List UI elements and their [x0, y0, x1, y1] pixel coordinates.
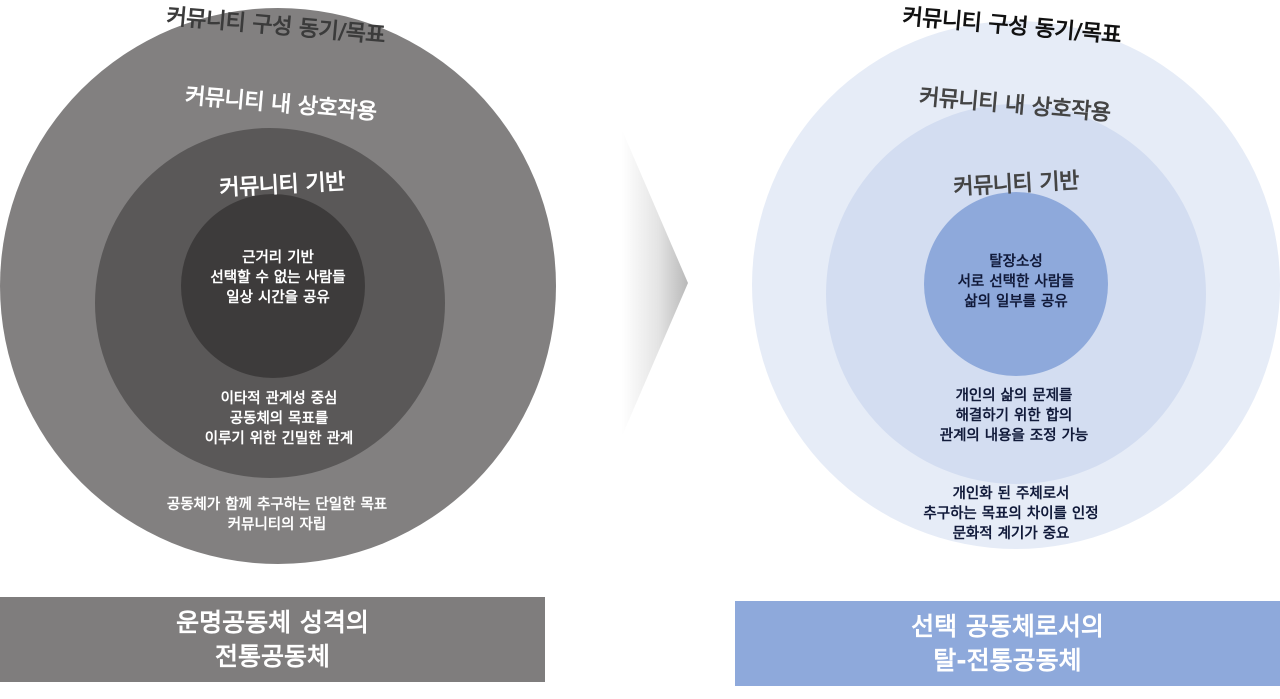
right-outer-text: 개인화 된 주체로서 추구하는 목표의 차이를 인정 문화적 계기가 중요	[923, 484, 1098, 544]
right-core-line-2: 서로 선택한 사람들	[957, 274, 1075, 290]
left-middle-line-1: 이타적 관계성 중심	[220, 391, 338, 407]
right-core-text: 탈장소성 서로 선택한 사람들 삶의 일부를 공유	[958, 252, 1075, 312]
right-outer-line-2: 추구하는 목표의 차이를 인정	[923, 506, 1099, 522]
left-banner-line-1: 운명공동체 성격의	[176, 607, 369, 637]
right-middle-line-3: 관계의 내용을 조정 가능	[939, 428, 1089, 444]
right-banner-line-2: 탈-전통공동체	[933, 645, 1082, 675]
left-middle-line-3: 이루기 위한 긴밀한 관계	[204, 431, 354, 447]
left-banner: 운명공동체 성격의 전통공동체	[0, 597, 545, 682]
right-outer-line-1: 개인화 된 주체로서	[952, 486, 1070, 502]
right-middle-line-2: 해결하기 위한 합의	[955, 408, 1073, 424]
right-core-line-3: 삶의 일부를 공유	[964, 294, 1068, 310]
right-banner-line-1: 선택 공동체로서의	[911, 611, 1104, 641]
right-inner-title: 커뮤니티 기반	[952, 168, 1080, 201]
right-middle-text: 개인의 삶의 문제를 해결하기 위한 합의 관계의 내용을 조정 가능	[940, 386, 1089, 446]
right-banner: 선택 공동체로서의 탈-전통공동체	[735, 601, 1280, 686]
left-core-line-2: 선택할 수 없는 사람들	[210, 270, 346, 286]
right-middle-line-1: 개인의 삶의 문제를	[955, 388, 1073, 404]
right-outer-line-3: 문화적 계기가 중요	[952, 526, 1070, 542]
left-core-line-1: 근거리 기반	[242, 250, 314, 266]
left-middle-line-2: 공동체의 목표를	[229, 411, 329, 427]
left-middle-text: 이타적 관계성 중심 공동체의 목표를 이루기 위한 긴밀한 관계	[205, 389, 354, 449]
left-banner-line-2: 전통공동체	[214, 641, 330, 671]
left-core-line-3: 일상 시간을 공유	[226, 290, 330, 306]
left-outer-text: 공동체가 함께 추구하는 단일한 목표 커뮤니티의 자립	[167, 495, 387, 535]
left-outer-line-2: 커뮤니티의 자립	[227, 517, 327, 533]
left-core-text: 근거리 기반 선택할 수 없는 사람들 일상 시간을 공유	[210, 248, 345, 308]
transition-arrow	[622, 130, 688, 436]
right-inner-circle	[924, 192, 1108, 376]
left-inner-circle	[181, 194, 365, 378]
left-outer-line-1: 공동체가 함께 추구하는 단일한 목표	[166, 497, 388, 513]
left-inner-title: 커뮤니티 기반	[218, 169, 346, 202]
right-core-line-1: 탈장소성	[989, 254, 1043, 270]
